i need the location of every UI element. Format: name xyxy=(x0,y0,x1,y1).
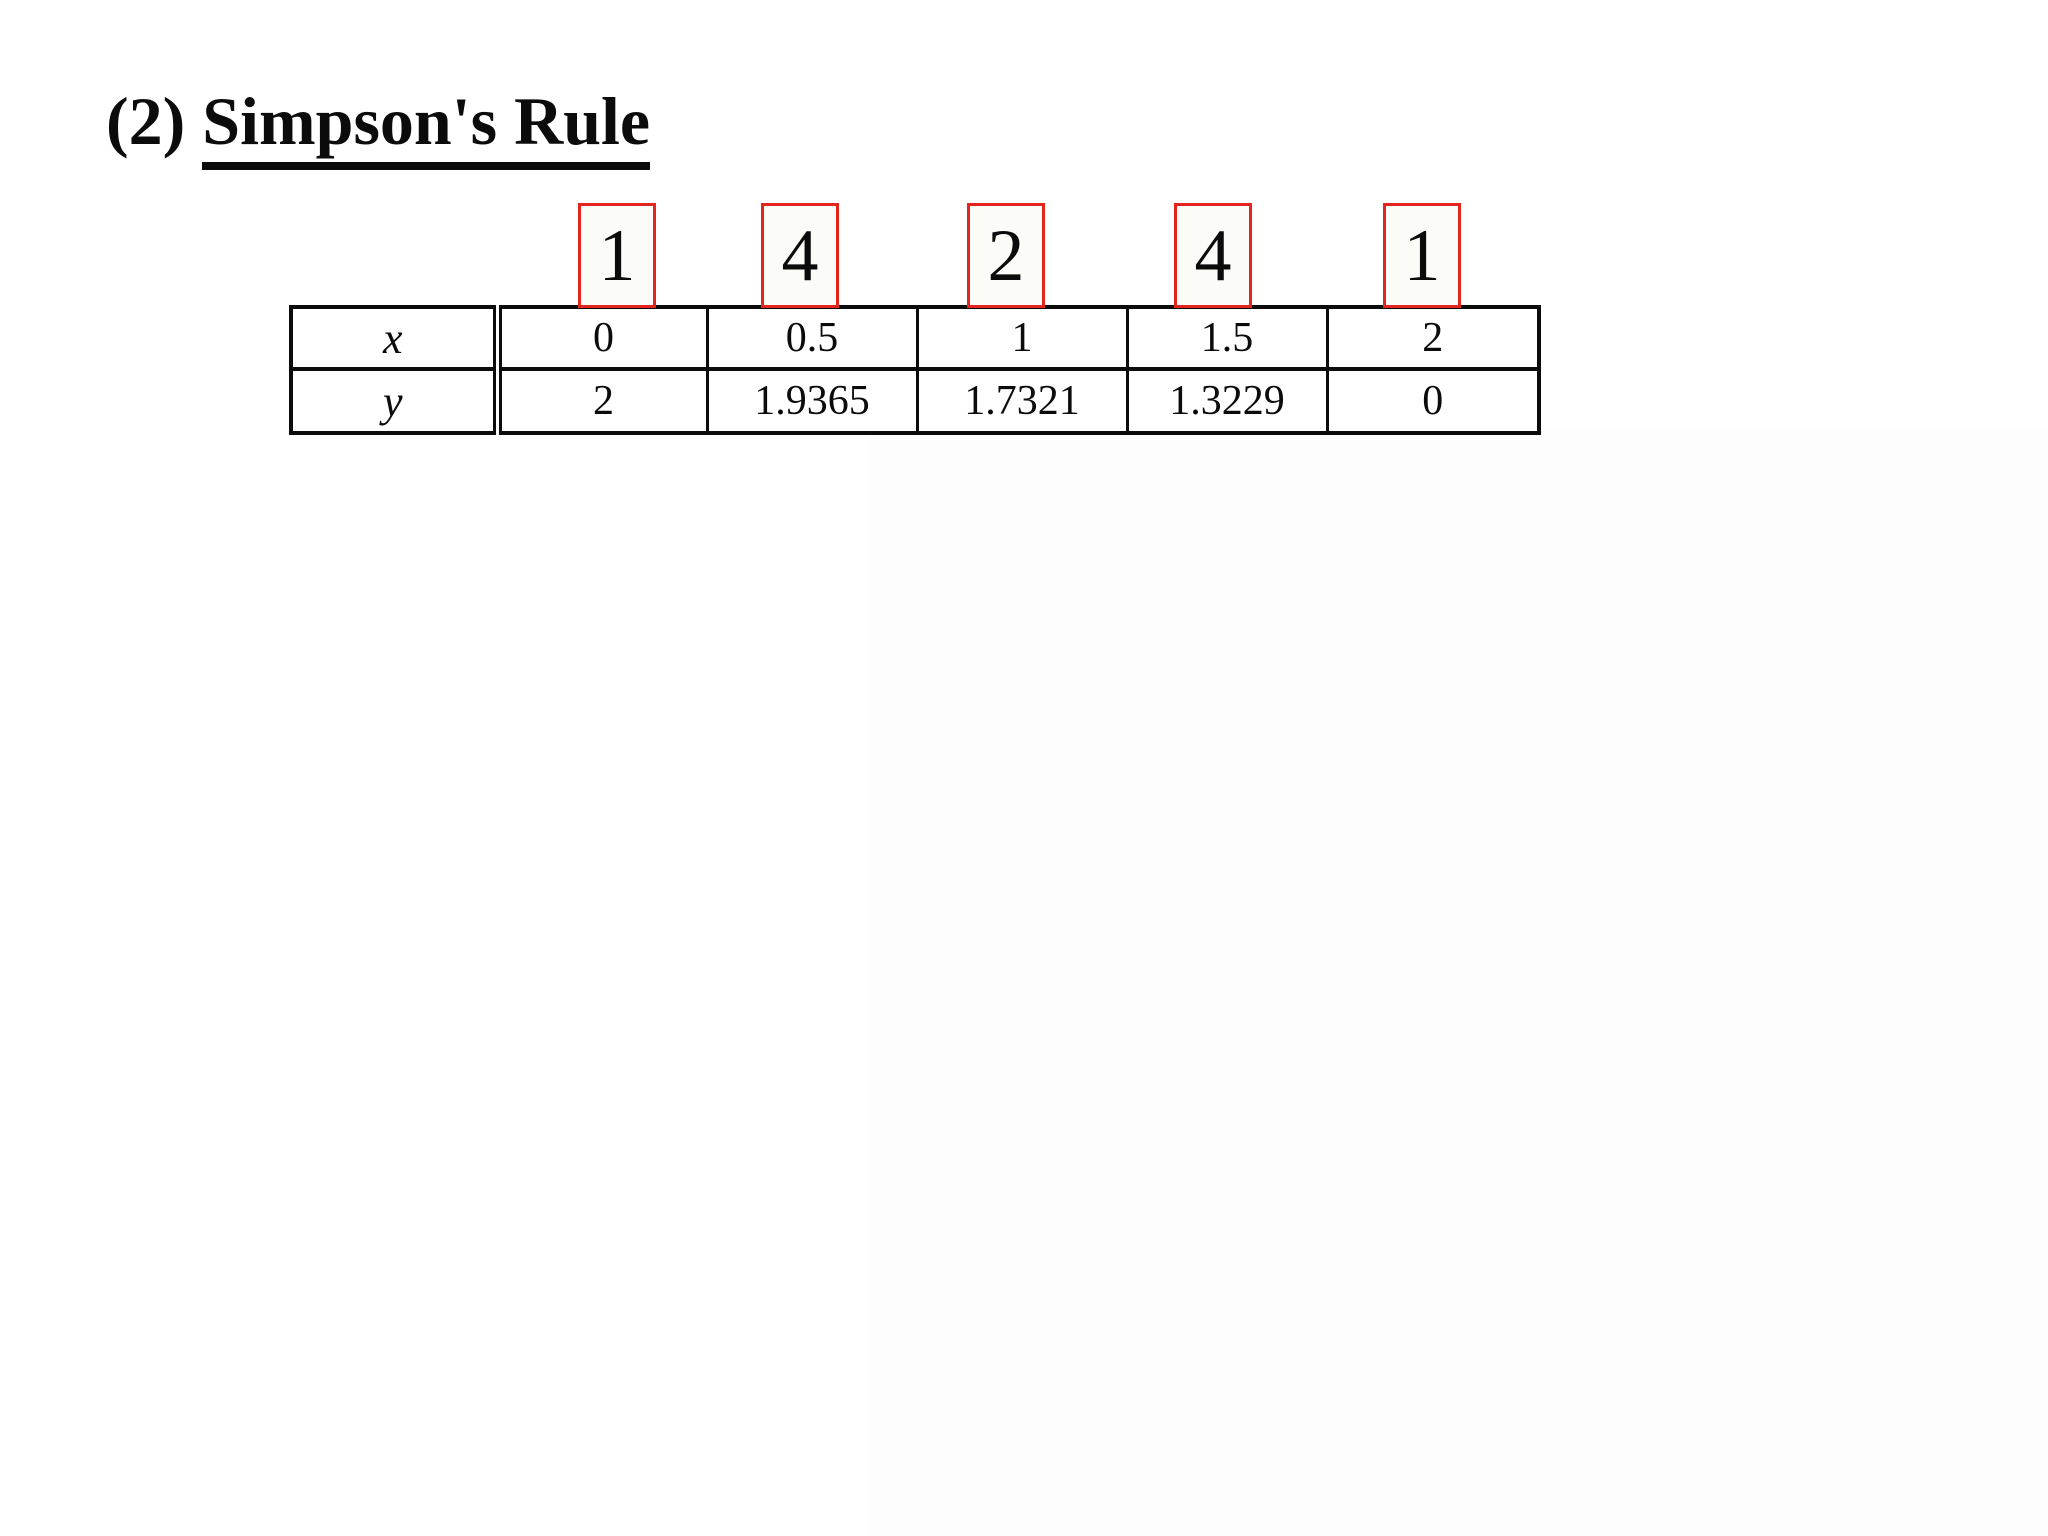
coefficient-value: 2 xyxy=(987,214,1025,297)
cell-y-1: 1.9365 xyxy=(705,367,919,435)
table-row-y: y 2 1.9365 1.7321 1.3229 0 xyxy=(289,367,1541,435)
cell-x-0: 0 xyxy=(492,305,709,371)
coefficient-box-3: 2 xyxy=(967,203,1045,308)
cell-x-3: 1.5 xyxy=(1125,305,1329,371)
cell-x-1: 0.5 xyxy=(705,305,919,371)
cell-y-3: 1.3229 xyxy=(1125,367,1329,435)
cell-y-2: 1.7321 xyxy=(915,367,1129,435)
coefficient-value: 4 xyxy=(781,214,819,297)
row-label-x: x xyxy=(289,305,499,371)
coefficient-box-1: 1 xyxy=(578,203,656,308)
background-shade xyxy=(868,430,2048,1536)
title-text: Simpson's Rule xyxy=(202,83,651,170)
coefficient-box-2: 4 xyxy=(761,203,839,308)
coefficient-box-5: 1 xyxy=(1383,203,1461,308)
cell-y-0: 2 xyxy=(492,367,709,435)
coefficient-value: 1 xyxy=(1403,214,1441,297)
coefficient-value: 4 xyxy=(1194,214,1232,297)
cell-y-4: 0 xyxy=(1325,367,1541,435)
cell-x-2: 1 xyxy=(915,305,1129,371)
table-row-x: x 0 0.5 1 1.5 2 xyxy=(289,305,1541,371)
page-title: (2)Simpson's Rule xyxy=(106,83,651,170)
title-number: (2) xyxy=(106,83,186,159)
coefficient-value: 1 xyxy=(598,214,636,297)
data-table: x 0 0.5 1 1.5 2 y 2 1.9365 1.7321 1.3229… xyxy=(289,305,1541,435)
row-label-y: y xyxy=(289,367,499,435)
coefficient-box-4: 4 xyxy=(1174,203,1252,308)
cell-x-4: 2 xyxy=(1325,305,1541,371)
